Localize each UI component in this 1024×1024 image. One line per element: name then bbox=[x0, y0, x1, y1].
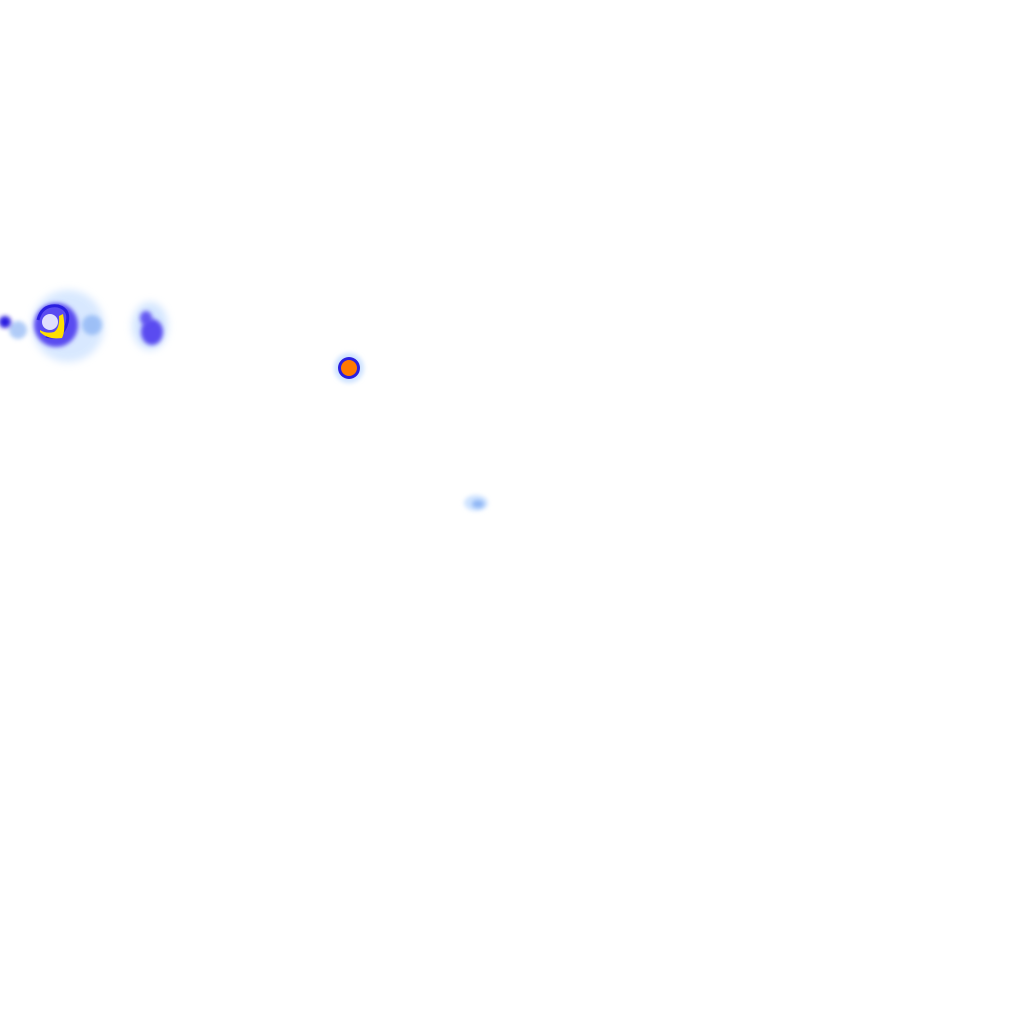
echo-fringe bbox=[9, 321, 27, 339]
echo-fringe bbox=[0, 316, 11, 328]
echo-core-upper bbox=[140, 311, 152, 325]
echo-cell-center bbox=[334, 353, 364, 383]
echo-peak bbox=[40, 314, 65, 339]
echo-cell-west-center bbox=[132, 302, 168, 350]
echo-core bbox=[472, 500, 484, 508]
echo-cluster-west bbox=[0, 290, 104, 362]
echo-ring-center bbox=[42, 314, 58, 330]
echo-core bbox=[341, 360, 357, 376]
echo-core bbox=[141, 319, 163, 345]
echo-spot-south bbox=[464, 495, 488, 511]
echo-fringe bbox=[82, 315, 102, 335]
